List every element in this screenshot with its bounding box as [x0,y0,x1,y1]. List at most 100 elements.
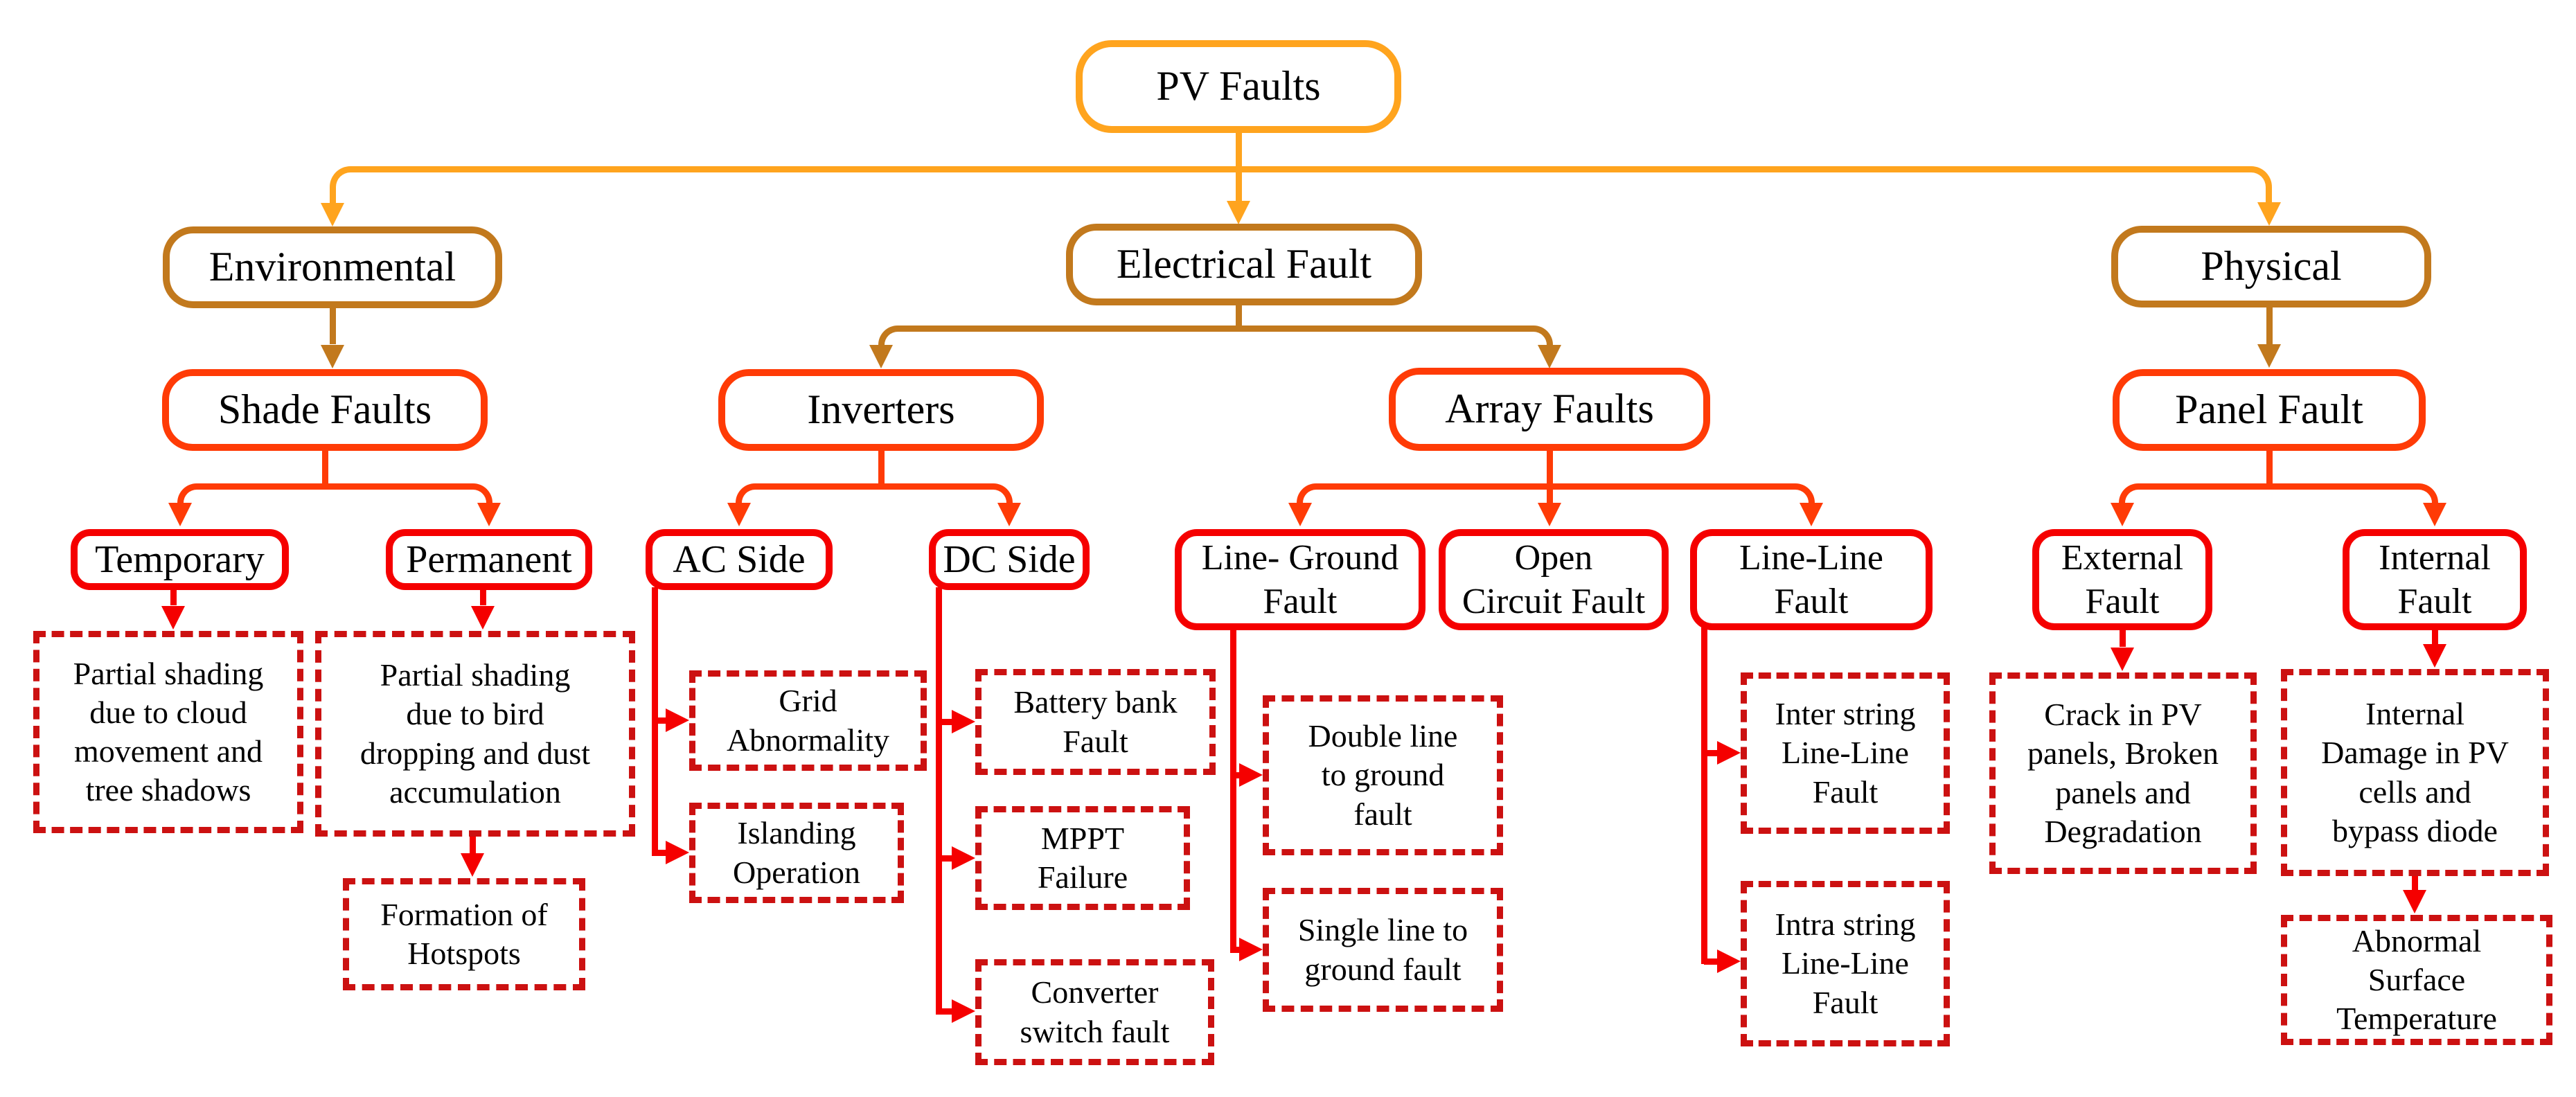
node-internal-damage: Internal Damage in PV cells and bypass d… [2281,669,2549,876]
node-double-line-to-ground-label: Double line to ground fault [1308,718,1458,832]
node-inter-string-line-line: Inter string Line-Line Fault [1741,672,1950,834]
connector-line [2120,627,2126,647]
node-permanent: Permanent [386,529,592,590]
node-crack-in-pv-panels: Crack in PV panels, Broken panels and De… [1989,672,2257,874]
arrowhead [2403,890,2426,913]
node-dc-side-label: DC Side [943,537,1076,581]
arrowhead [997,503,1021,526]
connector-line [1704,958,1718,965]
node-intra-string-line-line: Intra string Line-Line Fault [1741,881,1950,1046]
connector-line [1236,303,1242,328]
connector-line [1704,750,1718,756]
arrowhead [471,606,495,630]
arrowhead [1538,345,1561,368]
connector-line [2266,307,2273,344]
node-islanding-operation: Islanding Operation [689,803,904,903]
node-physical-label: Physical [2201,243,2342,289]
arrowhead [1717,949,1741,973]
connector-line [736,483,1013,503]
connector-line [1547,486,1553,503]
node-line-line-fault-label: Line-Line Fault [1739,537,1883,621]
node-mppt-failure: MPPT Failure [975,806,1190,910]
node-ac-side-label: AC Side [673,537,806,581]
connector-line [1230,627,1236,953]
node-internal-fault: Internal Fault [2343,529,2527,630]
connector-line [470,837,476,853]
arrowhead [952,999,975,1023]
connector-line [480,590,486,605]
node-converter-switch-fault-label: Converter switch fault [1020,974,1170,1049]
node-abnormal-surface-temperature: Abnormal Surface Temperature [2281,915,2552,1045]
connector-line [170,590,177,605]
arrowhead [1538,503,1561,526]
node-physical: Physical [2111,226,2431,307]
connector-line [177,483,492,503]
node-temporary: Temporary [71,529,289,590]
arrowhead [461,853,484,877]
arrowhead [666,841,689,864]
arrowhead [1239,763,1263,787]
arrowhead [1239,938,1263,961]
connector-line [655,717,667,724]
connector-line [1701,627,1707,964]
node-shade-faults-label: Shade Faults [217,386,432,433]
connector-line [2266,451,2273,486]
node-permanent-label: Permanent [406,537,572,581]
arrowhead [168,503,192,526]
node-internal-damage-label: Internal Damage in PV cells and bypass d… [2321,696,2509,848]
node-double-line-to-ground: Double line to ground fault [1263,695,1503,855]
connector-line [939,855,952,862]
connector-line [330,166,2272,205]
arrowhead [161,606,185,630]
node-array-faults: Array Faults [1389,368,1710,451]
node-line-ground-fault-label: Line- Ground Fault [1201,537,1399,621]
connector-line [878,325,1553,345]
arrowhead [2423,503,2446,526]
node-battery-bank-fault: Battery bank Fault [975,669,1216,775]
connector-line [939,719,952,725]
connector-line [322,451,328,486]
node-pv-faults: PV Faults [1076,40,1401,133]
node-temporary-detail: Partial shading due to cloud movement an… [33,631,303,833]
arrowhead [321,203,344,226]
node-electrical-fault: Electrical Fault [1066,224,1422,305]
node-inverters-label: Inverters [807,386,955,433]
node-internal-fault-label: Internal Fault [2379,537,2491,621]
connector-line [2432,627,2438,645]
node-environmental: Environmental [163,226,502,308]
arrowhead [1227,201,1250,224]
node-single-line-to-ground-label: Single line to ground fault [1297,912,1468,987]
arrowhead [727,503,751,526]
connector-line [1233,772,1240,778]
connector-line [1547,451,1553,486]
connector-line [1236,172,1242,203]
arrowhead [2111,648,2134,671]
connector-line [1233,947,1240,953]
node-formation-of-hotspots-label: Formation of Hotspots [380,896,548,971]
arrowhead [2423,644,2446,668]
node-inverters: Inverters [718,369,1044,451]
node-line-ground-fault: Line- Ground Fault [1175,529,1425,630]
node-environmental-label: Environmental [208,244,456,290]
node-temporary-label: Temporary [95,537,265,581]
node-temporary-detail-label: Partial shading due to cloud movement an… [73,655,264,808]
arrowhead [1800,503,1823,526]
node-mppt-failure-label: MPPT Failure [1037,820,1128,895]
node-crack-in-pv-panels-label: Crack in PV panels, Broken panels and De… [2027,697,2219,849]
arrowhead [321,345,344,368]
node-permanent-detail: Partial shading due to bird dropping and… [315,631,635,837]
arrowhead [952,710,975,733]
node-battery-bank-fault-label: Battery bank Fault [1013,684,1178,759]
connector-line [936,587,942,1015]
node-line-line-fault: Line-Line Fault [1690,529,1933,630]
node-converter-switch-fault: Converter switch fault [975,959,1214,1065]
connector-line [878,451,885,486]
node-shade-faults: Shade Faults [162,369,488,451]
node-inter-string-line-line-label: Inter string Line-Line Fault [1775,696,1916,810]
connector-line [2119,483,2438,503]
node-grid-abnormality-label: Grid Abnormality [726,683,890,758]
connector-line [1297,483,1815,503]
node-open-circuit-fault-label: Open Circuit Fault [1462,537,1646,621]
node-intra-string-line-line-label: Intra string Line-Line Fault [1775,907,1916,1020]
